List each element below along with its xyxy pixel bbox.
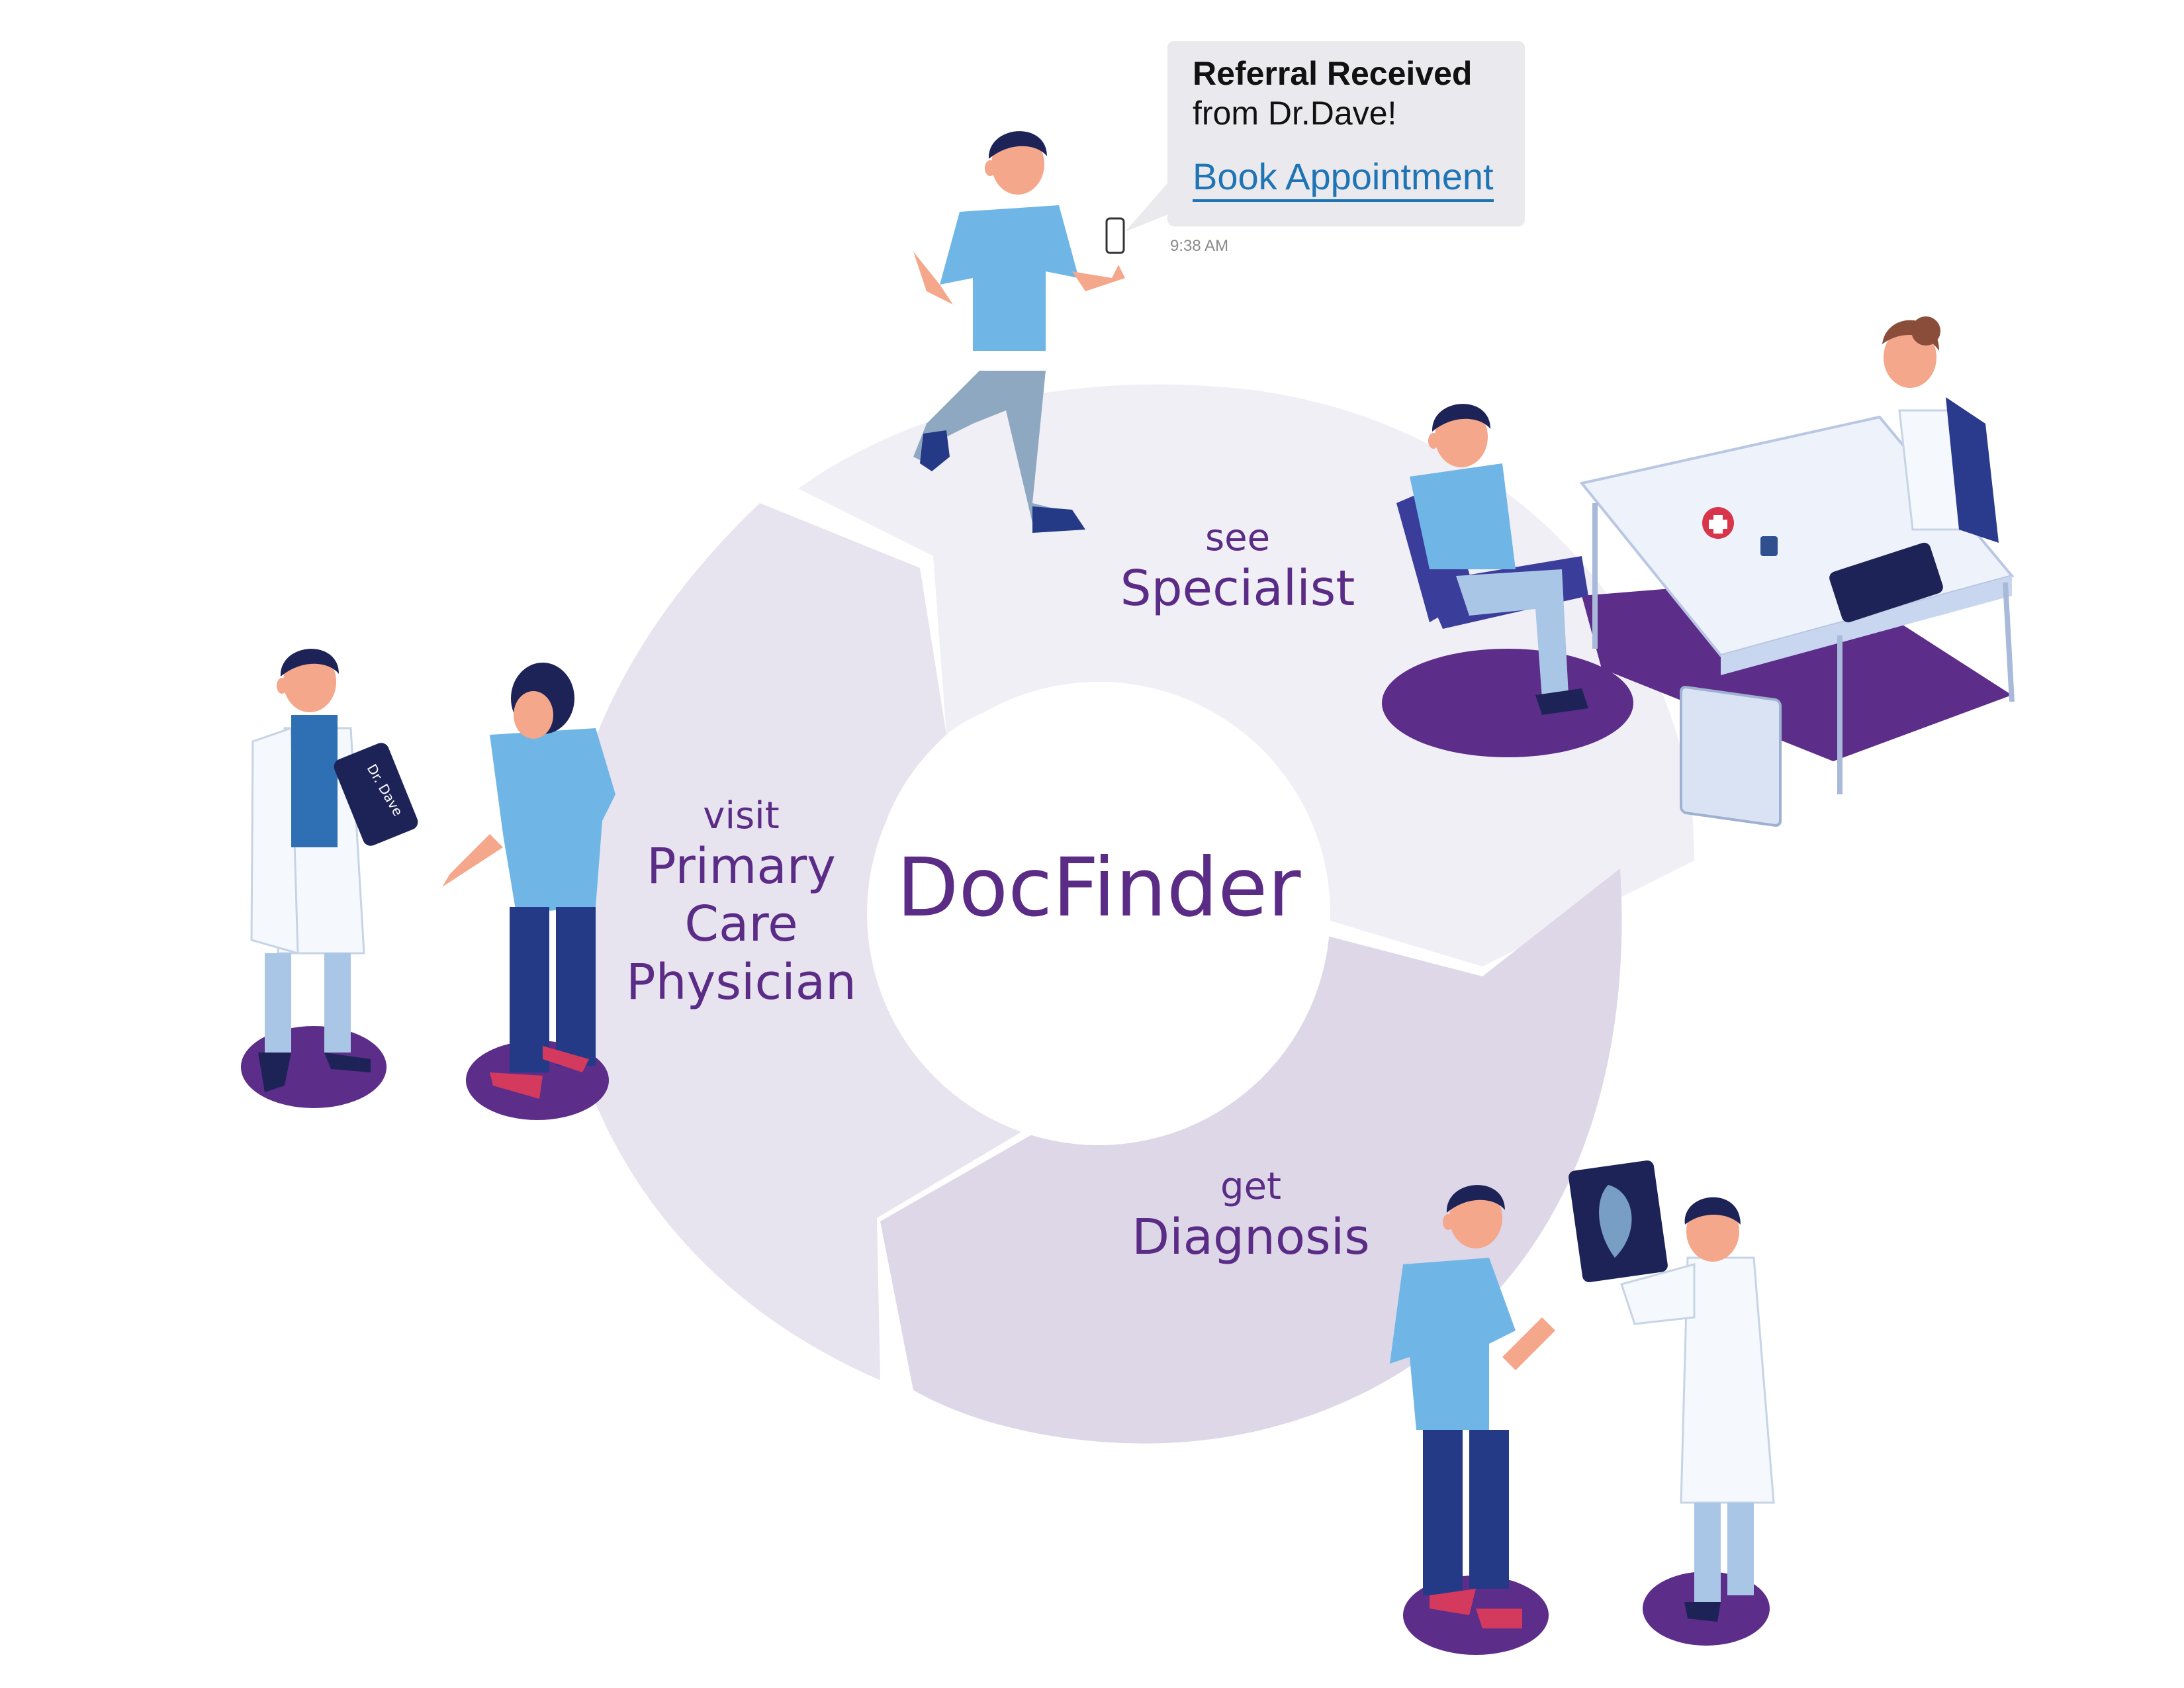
computer-monitor — [1680, 685, 1782, 827]
primary-care-physician-figure: Dr. Dave — [250, 649, 418, 1092]
step-label-primary-care: visit Primary Care Physician — [596, 794, 887, 1011]
phone-icon — [1105, 217, 1125, 254]
notification-message: from Dr.Dave! — [1193, 95, 1397, 132]
step-title-line: Primary — [647, 838, 836, 896]
step-title-line: Care — [684, 896, 798, 953]
desk-rug — [1582, 576, 2012, 761]
diagnosis-patient-figure — [1390, 1185, 1555, 1628]
notification-timestamp: 9:38 AM — [1170, 237, 1229, 255]
segment-visit-primary-care — [559, 503, 1032, 1380]
notification-title: Referral Received — [1193, 55, 1473, 92]
step-title-line: Diagnosis — [1132, 1209, 1370, 1266]
step-verb: get — [1220, 1165, 1281, 1208]
xray-tablet-icon — [1829, 542, 1943, 623]
step-verb: visit — [703, 794, 780, 837]
floor-disc-specialist-patient — [1382, 649, 1633, 757]
running-patient-figure — [913, 131, 1125, 533]
referral-notification: Referral Received from Dr.Dave! Book App… — [1167, 41, 1525, 226]
step-label-specialist: see Specialist — [1085, 516, 1390, 618]
step-verb: see — [1205, 516, 1271, 559]
center-hub — [867, 682, 1330, 1145]
radiologist-figure — [1569, 1160, 1775, 1622]
step-title-line: Specialist — [1120, 560, 1355, 618]
specialist-office-figure — [1396, 316, 2015, 827]
center-title: DocFinder — [896, 841, 1301, 935]
step-title-line: Physician — [626, 953, 856, 1011]
step-label-diagnosis: get Diagnosis — [1099, 1165, 1403, 1266]
clipboard-icon — [334, 743, 418, 846]
book-appointment-link[interactable]: Book Appointment — [1193, 155, 1494, 202]
patient-back-figure — [442, 663, 615, 1099]
